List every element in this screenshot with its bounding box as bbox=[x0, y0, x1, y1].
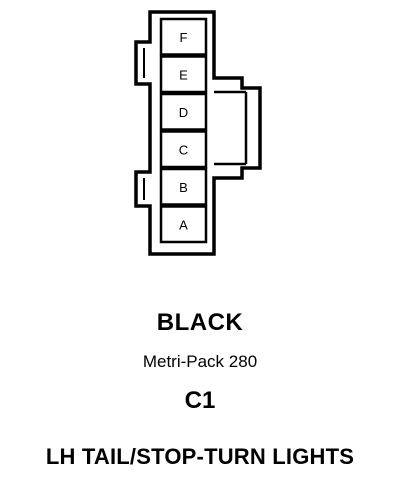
connector-body-outline bbox=[134, 10, 262, 256]
cavity-d bbox=[159, 92, 208, 131]
cavity-label: E bbox=[179, 67, 188, 82]
connector-diagram: F E D C B A bbox=[134, 10, 262, 256]
cavity-label: B bbox=[179, 180, 188, 195]
circuit-title: LH TAIL/STOP-TURN LIGHTS bbox=[45, 444, 355, 469]
connector-color-label: BLACK bbox=[156, 309, 244, 336]
cavity-label: A bbox=[179, 217, 188, 232]
cavity-f bbox=[159, 17, 208, 56]
connector-id-label: C1 bbox=[184, 387, 216, 414]
cavity-b bbox=[159, 167, 208, 206]
cavity-a bbox=[159, 205, 208, 244]
cavity-label: F bbox=[180, 30, 188, 45]
cavity-column: F E D C B A bbox=[159, 17, 208, 244]
connector-type-label: Metri-Pack 280 bbox=[142, 352, 258, 371]
cavity-c bbox=[159, 130, 208, 169]
cavity-e bbox=[159, 55, 208, 94]
cavity-label: D bbox=[179, 105, 188, 120]
cavity-label: C bbox=[179, 142, 188, 157]
